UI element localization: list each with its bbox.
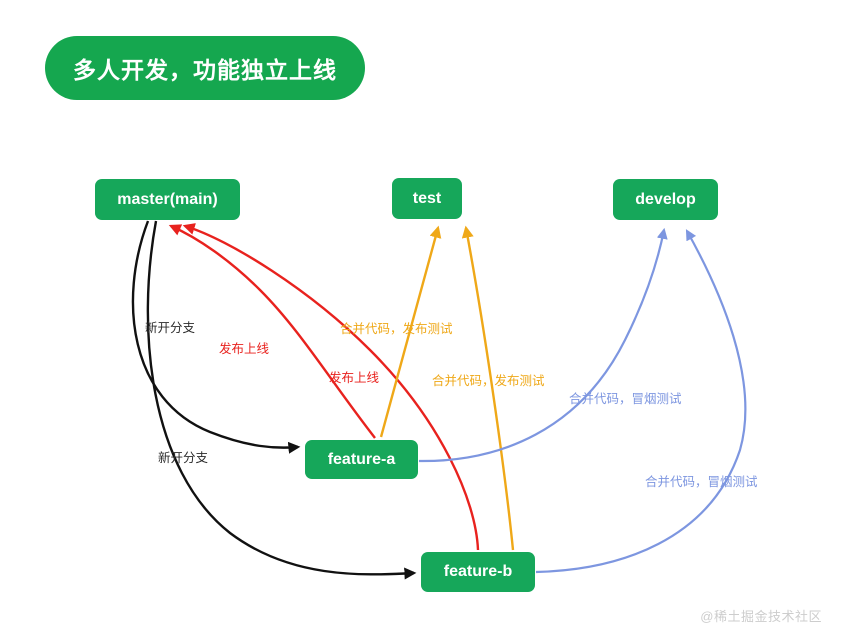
node-master-label: master(main): [117, 190, 218, 208]
watermark: @稀土掘金技术社区: [700, 609, 822, 624]
node-feature-b-label: feature-b: [443, 563, 513, 580]
edge-label-release-b: 发布上线: [329, 371, 380, 385]
node-test[interactable]: test: [392, 178, 462, 219]
node-master[interactable]: master(main): [95, 179, 240, 220]
node-feature-a-label: feature-a: [327, 450, 396, 468]
node-develop[interactable]: develop: [613, 179, 718, 220]
edge-feature-b-to-test: [461, 225, 515, 551]
node-feature-b[interactable]: feature-b: [421, 552, 535, 592]
node-develop-label: develop: [635, 190, 696, 208]
page-title: 多人开发，功能独立上线: [73, 57, 337, 83]
edge-label-release-a: 发布上线: [219, 342, 270, 356]
edge-feature-a-to-develop: [418, 227, 668, 463]
edge-label-merge-test-b: 合并代码，发布测试: [432, 374, 545, 388]
edge-master-to-feature-b: [146, 220, 417, 580]
title-banner: 多人开发，功能独立上线: [45, 36, 365, 100]
edge-label-new-branch-b: 新开分支: [158, 451, 209, 465]
edge-feature-b-to-master: [182, 223, 480, 551]
edge-label-merge-smoke-b: 合并代码，冒烟测试: [645, 475, 758, 489]
edge-label-merge-test-a: 合并代码，发布测试: [340, 322, 453, 336]
edge-label-new-branch-a: 新开分支: [145, 321, 196, 335]
edge-label-merge-smoke-a: 合并代码，冒烟测试: [569, 392, 682, 406]
node-test-label: test: [412, 189, 442, 207]
node-feature-a[interactable]: feature-a: [305, 440, 418, 479]
